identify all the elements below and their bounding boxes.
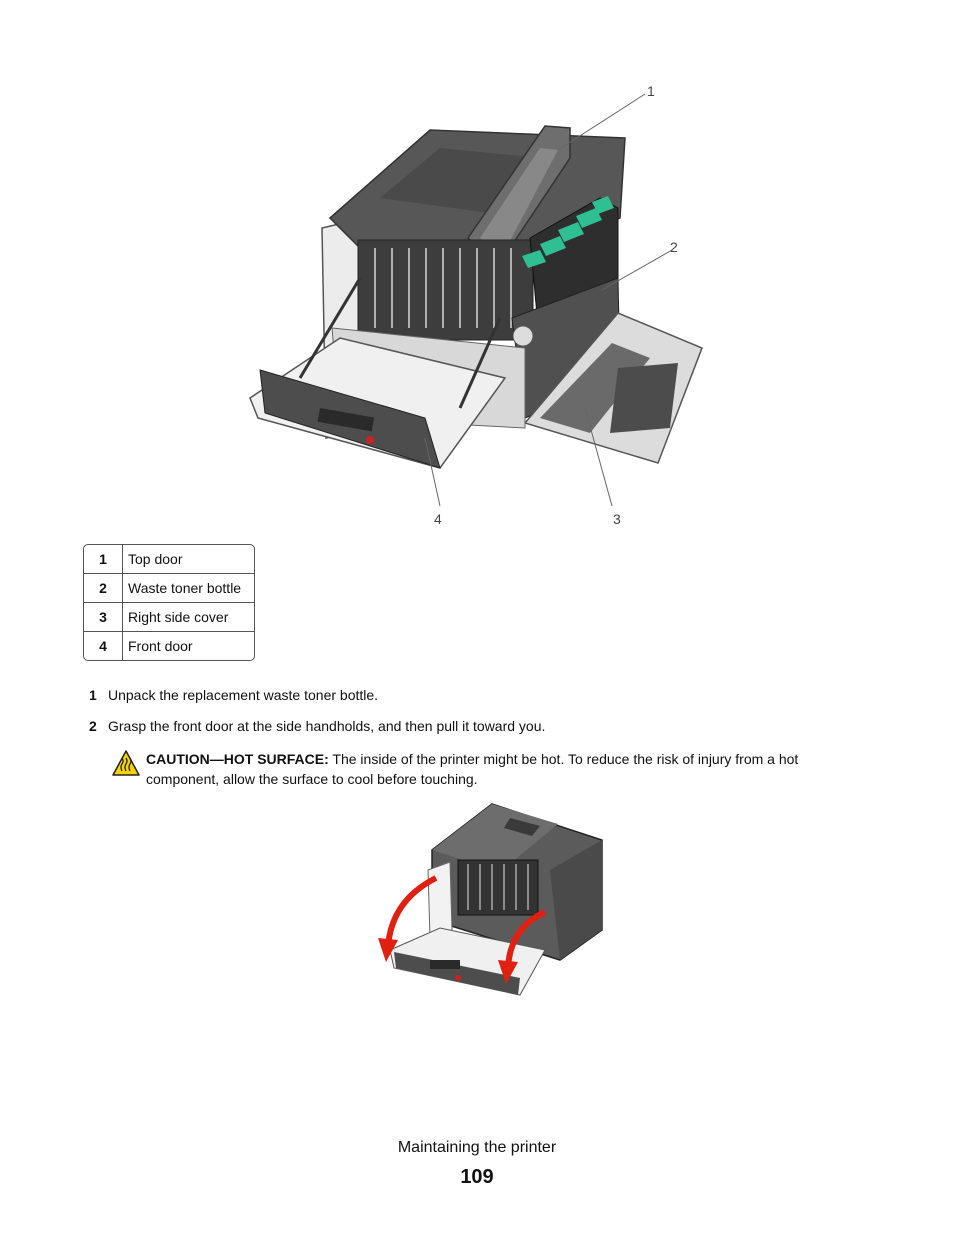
footer-section-title: Maintaining the printer (397, 1139, 557, 1156)
step-number: 2 (89, 718, 97, 734)
callout-4: 4 (434, 511, 442, 527)
callout-3: 3 (613, 511, 621, 527)
callout-2: 2 (670, 239, 678, 255)
legend-number: 1 (84, 545, 123, 574)
page-number: 109 (460, 1166, 494, 1188)
step-text: Grasp the front door at the side handhol… (108, 718, 546, 734)
legend-row: 1 Top door (84, 545, 254, 574)
legend-label: Top door (123, 545, 254, 574)
legend-number: 2 (84, 574, 123, 603)
printer-parts-illustration: 1 2 3 4 (240, 78, 720, 530)
legend-row: 2 Waste toner bottle (84, 574, 254, 603)
legend-row: 3 Right side cover (84, 603, 254, 632)
step-text: Unpack the replacement waste toner bottl… (108, 687, 379, 703)
legend-number: 4 (84, 632, 123, 660)
legend-label: Front door (128, 638, 193, 654)
legend-number: 3 (84, 603, 123, 632)
caution-note: CAUTION—HOT SURFACE: The inside of the p… (112, 749, 872, 789)
caution-title: CAUTION—HOT SURFACE: (146, 751, 329, 767)
legend-label: Waste toner bottle (123, 574, 254, 603)
open-front-door-illustration (370, 800, 610, 1005)
parts-legend-table: 1 Top door 2 Waste toner bottle 3 Right … (83, 544, 255, 661)
step-1: 1 Unpack the replacement waste toner bott… (89, 687, 378, 703)
step-number: 1 (89, 687, 97, 703)
legend-label: Right side cover (123, 603, 254, 632)
hot-surface-warning-icon (112, 750, 140, 776)
step-2: 2 Grasp the front door at the side handho… (89, 718, 545, 734)
callout-1: 1 (647, 83, 655, 99)
caution-body: The inside of the printer might be hot. … (146, 751, 799, 787)
legend-row: 4 Front door (84, 632, 254, 660)
